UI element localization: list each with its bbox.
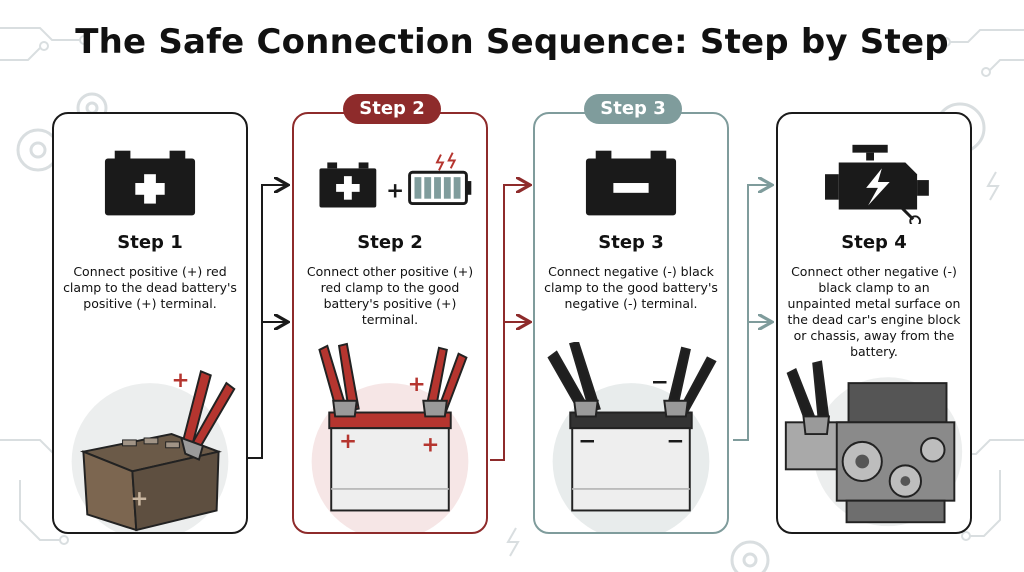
black-clamp-icon bbox=[547, 342, 601, 418]
red-clamp-icon bbox=[318, 342, 360, 418]
engine-icon bbox=[825, 144, 929, 224]
minus-sign: − bbox=[651, 370, 669, 395]
step-title: Step 3 bbox=[598, 232, 664, 253]
plus-sign: + bbox=[172, 368, 190, 393]
arrow-step3-to-step4 bbox=[733, 185, 770, 441]
step-card-2: + Step 2 Connect other positive (+) red … bbox=[292, 112, 488, 534]
red-clamp-icon bbox=[179, 370, 236, 461]
engine-block-illustration bbox=[784, 360, 963, 527]
step-card-3: Step 3 Connect negative (-) black clamp … bbox=[533, 112, 729, 534]
minus-sign: − bbox=[578, 429, 596, 454]
plus-sign: + bbox=[421, 433, 439, 458]
step-card-4: Step 4 Connect other negative (-) black … bbox=[776, 112, 972, 534]
plus-sign: + bbox=[339, 429, 357, 454]
page-title: The Safe Connection Sequence: Step by St… bbox=[75, 22, 949, 62]
step-description: Connect negative (-) black clamp to the … bbox=[544, 264, 718, 311]
step-card-1: Step 1 Connect positive (+) red clamp to… bbox=[52, 112, 248, 534]
minus-sign: − bbox=[666, 429, 684, 454]
good-battery-illustration: + + + bbox=[311, 342, 469, 532]
black-clamp-icon bbox=[786, 360, 831, 436]
dead-battery-illustration: + + bbox=[71, 368, 236, 532]
step-description: Connect other negative (-) black clamp t… bbox=[787, 264, 961, 359]
plus-sign: + bbox=[408, 372, 426, 397]
step-description: Connect other positive (+) red clamp to … bbox=[306, 264, 474, 327]
battery-positive-icon bbox=[104, 150, 196, 216]
lightning-icon bbox=[435, 154, 445, 171]
step-title: Step 4 bbox=[841, 232, 907, 253]
arrow-step1-to-step2 bbox=[248, 185, 286, 459]
step-title: Step 2 bbox=[357, 232, 423, 253]
arrow-step2-to-step3 bbox=[490, 185, 528, 461]
good-battery-negative-illustration: − − − bbox=[547, 342, 717, 532]
lightning-icon bbox=[447, 152, 457, 169]
step-tag-3: Step 3 bbox=[584, 94, 682, 124]
plus-sign: + bbox=[130, 487, 148, 512]
step-title: Step 1 bbox=[117, 232, 183, 253]
step-tag-2: Step 2 bbox=[343, 94, 441, 124]
red-clamp-icon bbox=[422, 346, 468, 418]
battery-booster-icon: + bbox=[319, 152, 472, 208]
step-description: Connect positive (+) red clamp to the de… bbox=[63, 264, 237, 311]
black-clamp-icon bbox=[663, 346, 717, 418]
battery-negative-icon bbox=[585, 150, 677, 216]
plus-sign: + bbox=[386, 179, 404, 204]
